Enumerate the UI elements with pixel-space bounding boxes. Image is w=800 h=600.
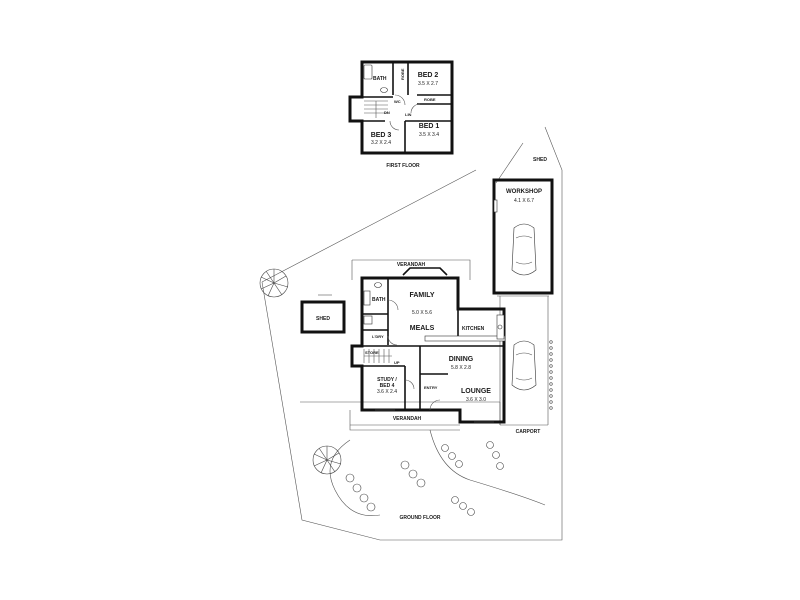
workshop-car-icon [511,223,537,276]
kitchen-label: KITCHEN [462,326,485,332]
shed-left-building: SHED [300,294,346,334]
first-floor-robe-label-vertical: ROBE [400,68,405,80]
lounge-dimensions: 3.6 X 3.0 [466,397,486,403]
bed1-name: BED 1 [419,123,440,130]
bed1-dimensions: 3.5 X 3.4 [419,132,439,138]
first-floor-wc-label: WC [394,99,401,104]
verandah-bottom-label: VERANDAH [393,416,422,422]
ground-floor-plan: VERANDAH FAMILY 5.0 X 5.6 MEALS BATH L'D… [349,259,506,521]
first-floor-bath-label: BATH [373,76,387,82]
meals-label: MEALS [410,325,435,332]
first-floor-caption: FIRST FLOOR [386,163,420,169]
ground-floor-caption: GROUND FLOOR [399,515,440,521]
study-name: STUDY / [377,377,397,383]
bed2-dimensions: 3.5 X 2.7 [418,81,438,87]
stair-up-label: UP [394,360,400,365]
first-floor-plan: BATH ROBE WC LIN ROBE DN BED 2 3.5 X 2.7… [348,60,454,169]
store-label: STORE [365,350,379,355]
tree-icon [259,268,289,298]
study-dimensions: 3.6 X 2.4 [377,389,397,395]
laundry-label: L'DRY [372,334,384,339]
garden [259,268,546,517]
dining-dimensions: 5.8 X 2.8 [451,365,471,371]
lounge-name: LOUNGE [461,388,491,395]
ground-floor-bath-label: BATH [372,297,386,303]
entry-label: ENTRY [424,385,438,390]
shed-left-label: SHED [316,316,330,322]
carport-car-icon [511,340,537,391]
tree-icon [312,445,342,475]
bed2-name: BED 2 [418,72,439,79]
bed3-name: BED 3 [371,132,392,139]
workshop-building: WORKSHOP 4.1 X 6.7 [492,178,554,297]
carport: CARPORT [499,296,553,435]
study-name-line2: BED 4 [380,383,395,389]
family-name: FAMILY [409,292,434,299]
shed-top-label: SHED [533,157,547,163]
first-floor-robe-label-horizontal: ROBE [424,97,436,102]
dining-name: DINING [449,356,474,363]
family-dimensions: 5.0 X 5.6 [412,310,432,316]
bed3-dimensions: 3.2 X 2.4 [371,140,391,146]
verandah-top-label: VERANDAH [397,262,426,268]
first-floor-stair-dn-label: DN [384,110,390,115]
shrubs [345,441,504,516]
workshop-dimensions: 4.1 X 6.7 [514,198,534,204]
fence-posts [549,340,553,410]
first-floor-lin-label: LIN [405,112,412,117]
carport-label: CARPORT [516,429,541,435]
workshop-name: WORKSHOP [506,189,542,195]
